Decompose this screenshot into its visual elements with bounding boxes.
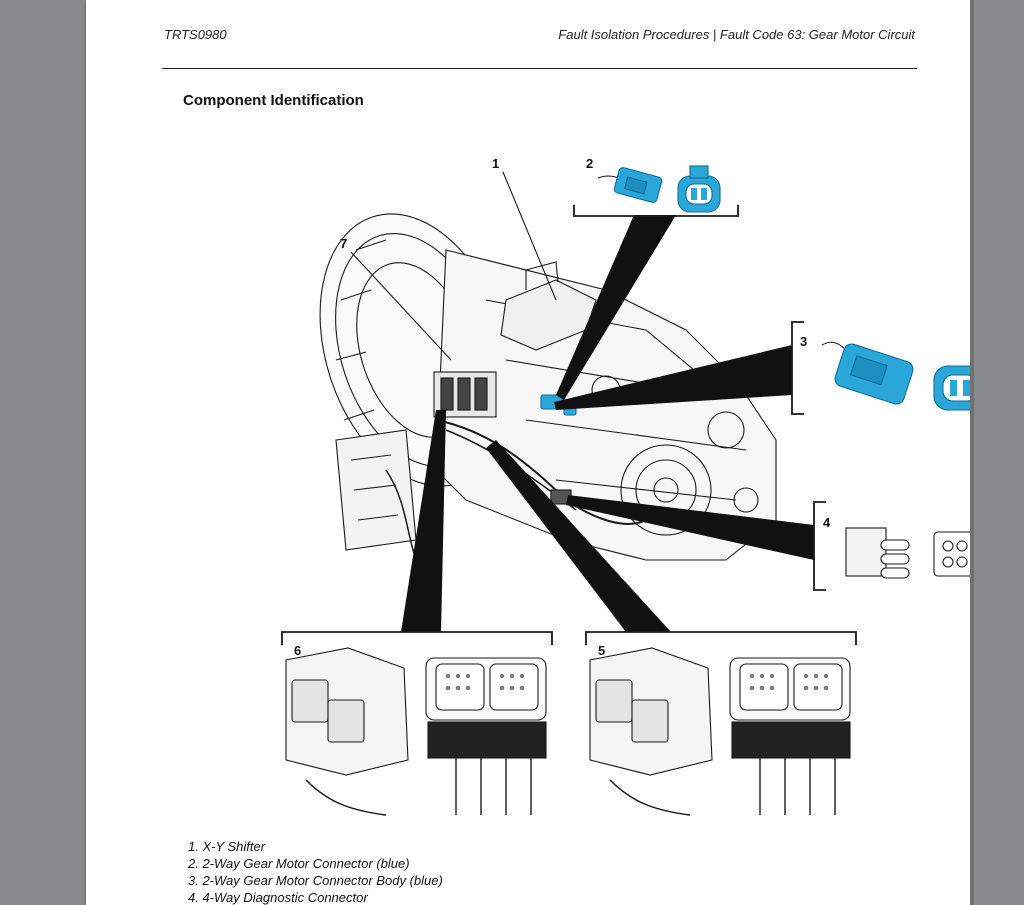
callout-5: 5 <box>598 643 605 658</box>
connector-4-illustration <box>845 527 970 579</box>
callout-7: 7 <box>340 236 347 251</box>
page-header-title: Fault Isolation Procedures | Fault Code … <box>558 27 915 42</box>
wedge-4 <box>566 495 814 560</box>
legend-item: 1. X-Y Shifter <box>188 839 266 854</box>
leader-line-7 <box>350 251 452 361</box>
callout-6: 6 <box>294 643 301 658</box>
connector-6-illustration <box>285 647 547 816</box>
wedge-2 <box>556 215 676 400</box>
component-legend: 1. X-Y Shifter 2. 2-Way Gear Motor Conne… <box>188 838 443 905</box>
callout-1: 1 <box>492 156 499 171</box>
legend-item: 3. 2-Way Gear Motor Connector Body (blue… <box>188 873 443 888</box>
connector-2-illustration <box>597 165 721 213</box>
callout-4: 4 <box>823 515 831 530</box>
leader-line-1 <box>502 171 557 301</box>
document-id: TRTS0980 <box>164 27 227 42</box>
callout-2: 2 <box>586 156 593 171</box>
callout-3: 3 <box>800 334 807 349</box>
legend-item: 2. 2-Way Gear Motor Connector (blue) <box>188 856 410 871</box>
document-page: TRTS0980 Fault Isolation Procedures | Fa… <box>86 0 970 905</box>
connector-3-illustration <box>821 341 970 411</box>
wedge-6 <box>401 410 446 632</box>
connector-5-illustration <box>589 647 851 816</box>
viewer-gutter <box>970 0 974 905</box>
component-diagram: 1 2 3 4 5 6 7 <box>281 156 970 816</box>
wedge-5 <box>486 440 671 632</box>
section-heading: Component Identification <box>183 92 364 109</box>
wedge-3 <box>554 345 792 410</box>
legend-item: 4. 4-Way Diagnostic Connector <box>188 890 368 905</box>
header-rule <box>162 68 917 69</box>
